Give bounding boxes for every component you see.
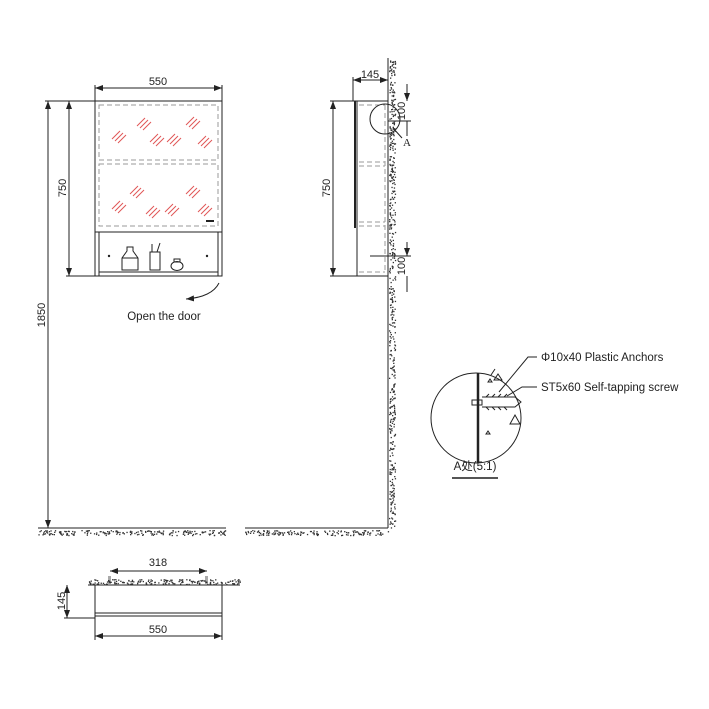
detail-a-marker — [369, 103, 401, 135]
wall-hatching — [38, 60, 397, 586]
mirror-reflection-marks — [111, 116, 213, 219]
bottom-offset-dimension: 100 — [396, 257, 408, 275]
mount-height-dimension: 1850 — [36, 303, 48, 327]
anchor-label: Φ10x40 Plastic Anchors — [541, 352, 664, 364]
height-dimension: 750 — [57, 179, 69, 197]
jar-icon — [170, 258, 184, 271]
side-view: 145 750 100 100 A — [245, 58, 411, 529]
plan-view: 318 145 550 — [56, 557, 240, 640]
detail-caption: A处(5:1) — [454, 460, 497, 473]
cabinet-outline — [94, 100, 223, 277]
front-view: 550 750 1850 Open the door — [36, 76, 226, 529]
detail-view: Φ10x40 Plastic Anchors ST5x60 Self-tappi… — [430, 352, 679, 479]
screw-spacing-dimension: 318 — [149, 557, 167, 569]
width-dimension: 550 — [149, 76, 167, 88]
toothbrush-cup-icon — [149, 242, 161, 271]
cabinet-plan-outline — [94, 584, 223, 617]
screw-anchor-icon — [471, 393, 522, 411]
top-offset-dimension: 100 — [396, 102, 408, 120]
plan-width-dimension: 550 — [149, 624, 167, 636]
detail-a-label: A — [403, 137, 411, 149]
bottle-icon — [121, 246, 139, 271]
depth-dimension: 145 — [361, 69, 379, 81]
side-height-dimension: 750 — [321, 179, 333, 197]
plan-depth-dimension: 145 — [56, 592, 68, 610]
open-door-label: Open the door — [127, 311, 201, 323]
screw-label: ST5x60 Self-tapping screw — [541, 382, 679, 394]
open-door-arrow-icon — [185, 282, 220, 302]
